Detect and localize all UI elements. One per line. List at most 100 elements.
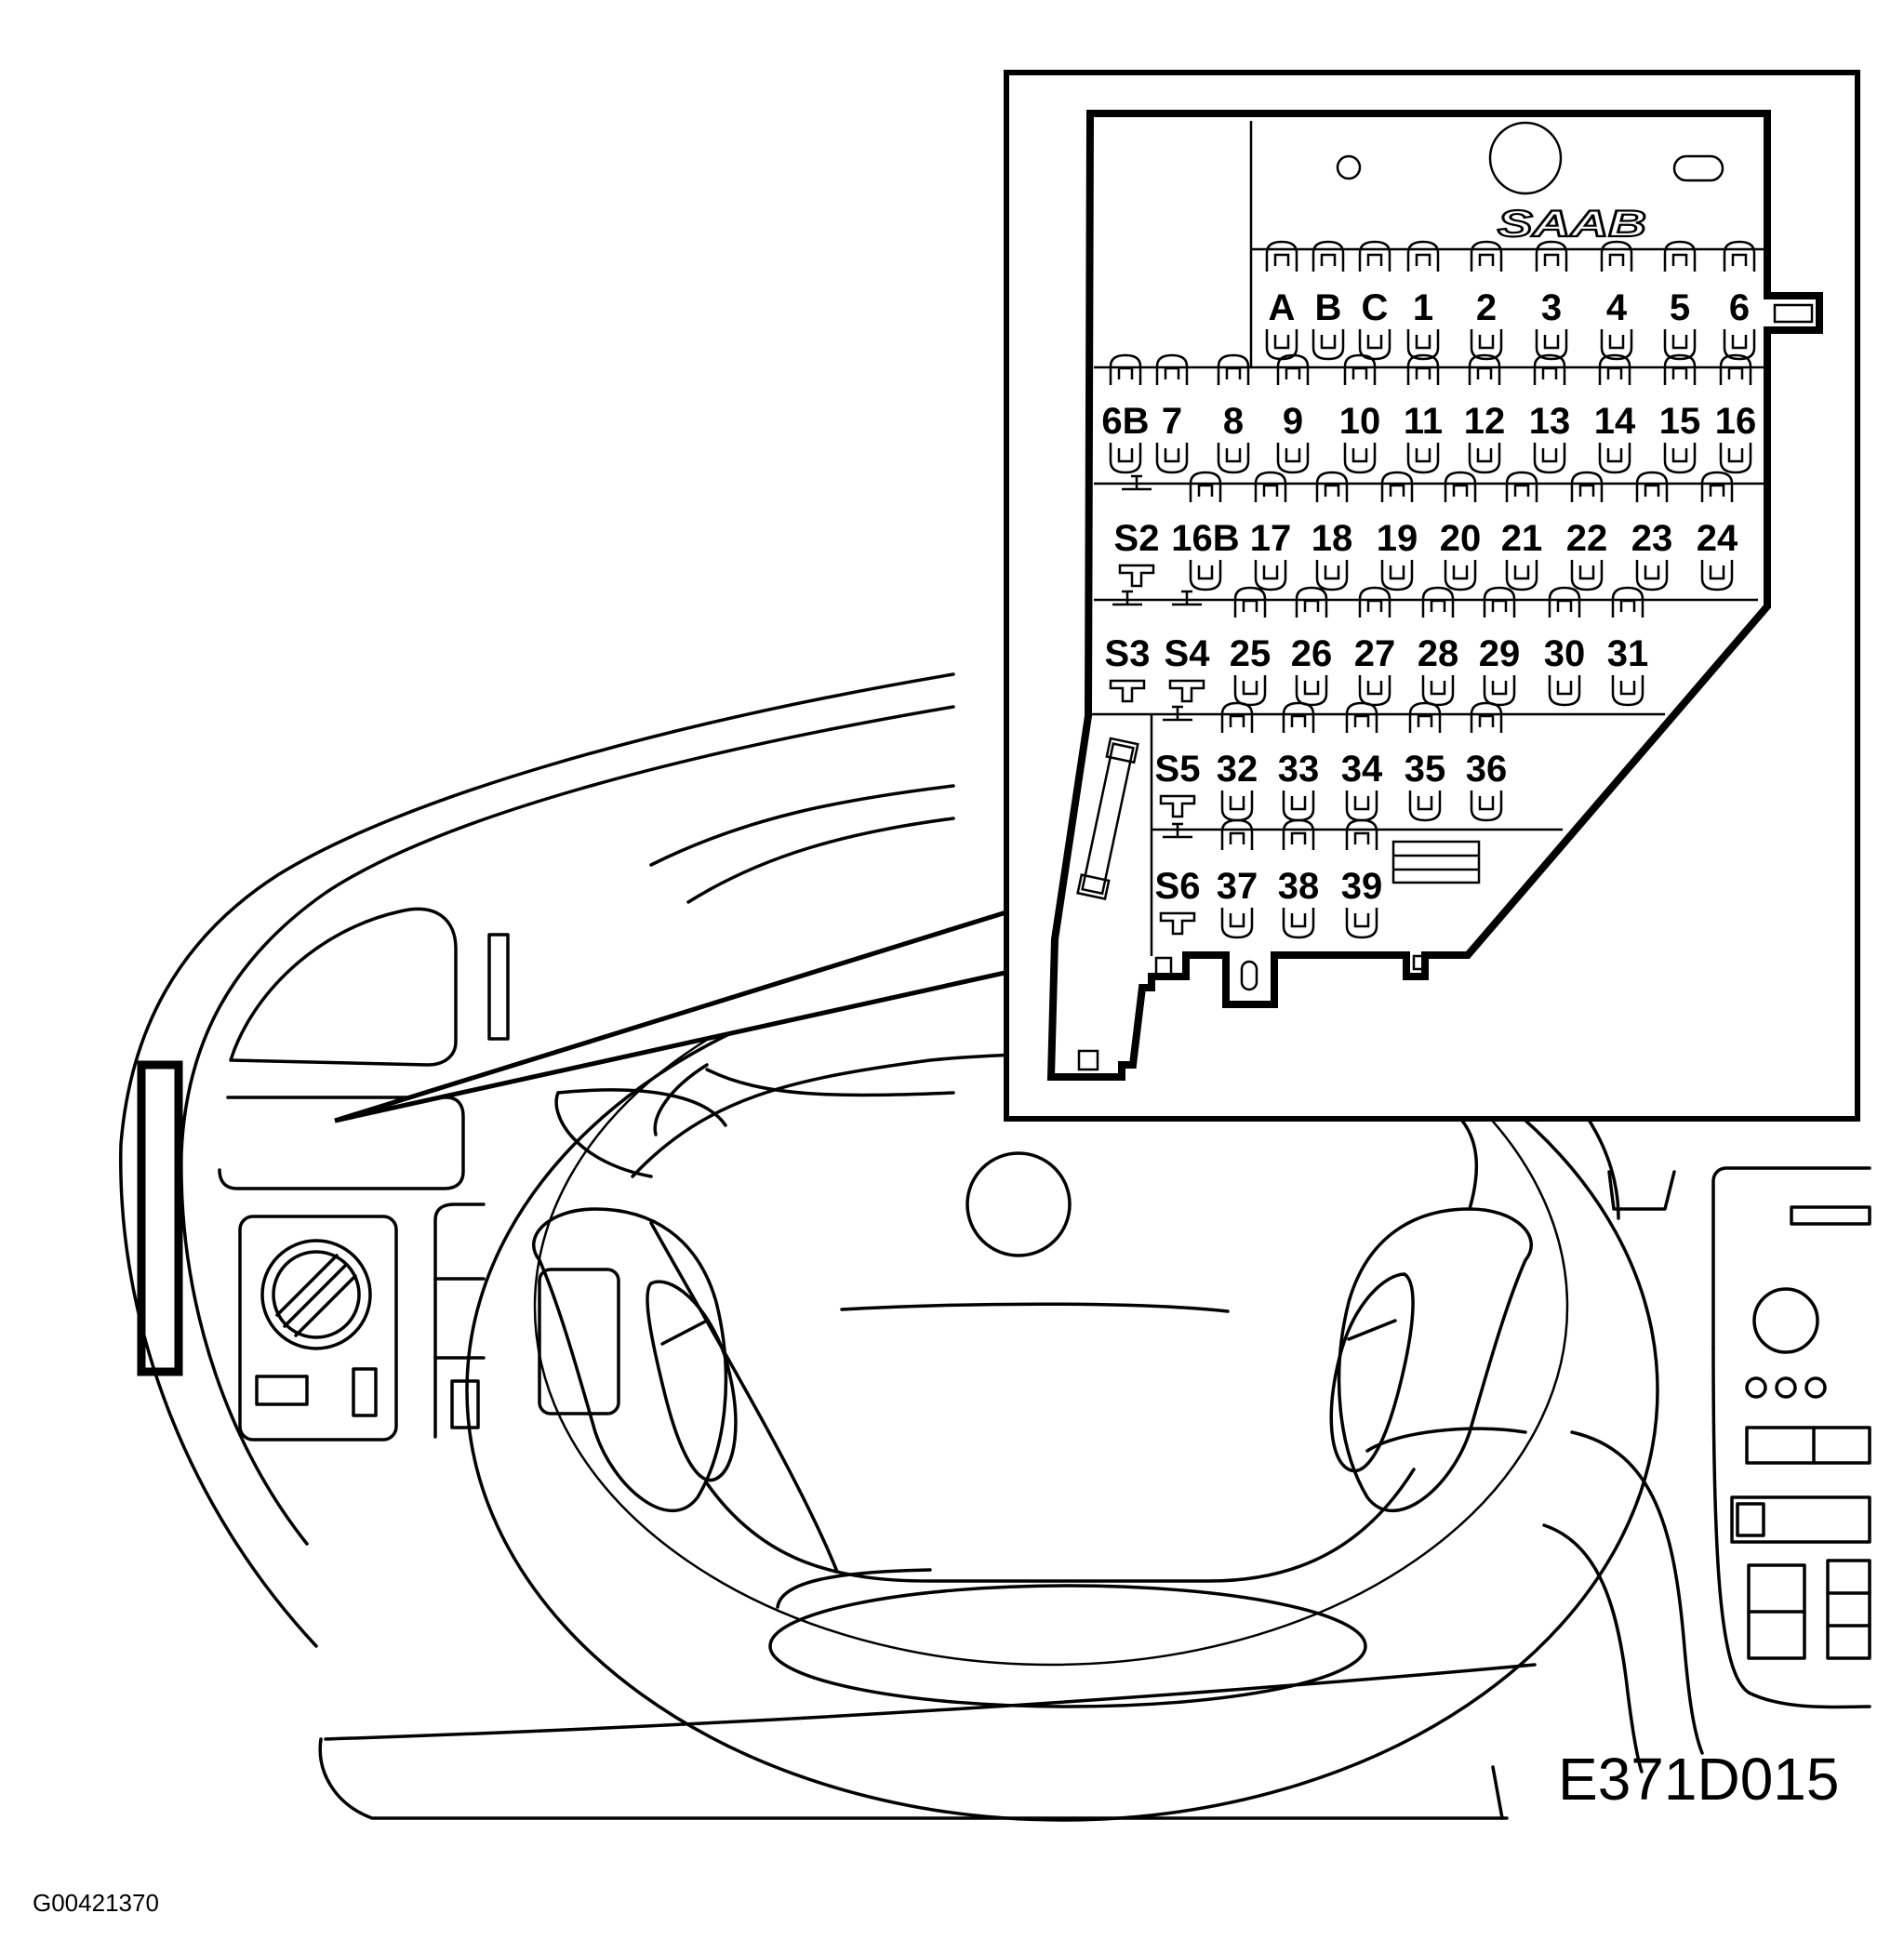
fuse-slot-39: 39 bbox=[1341, 818, 1383, 939]
fuse-clip-bottom-icon bbox=[1600, 329, 1633, 361]
switch-contact-bottom-icon bbox=[1159, 911, 1196, 936]
fuse-slot-34: 34 bbox=[1341, 701, 1383, 822]
fuse-label: 12 bbox=[1464, 401, 1506, 442]
fuse-slot-10: 10 bbox=[1339, 353, 1381, 474]
fuse-slot-38: 38 bbox=[1278, 818, 1319, 939]
fuse-clip-top-icon bbox=[1265, 240, 1298, 272]
fuse-slot-35: 35 bbox=[1405, 701, 1446, 822]
fuse-clip-bottom-icon bbox=[1505, 560, 1538, 591]
fuse-clip-bottom-icon bbox=[1406, 443, 1440, 474]
fuse-clip-top-icon bbox=[1600, 240, 1633, 272]
fuse-slot-s4: S4 bbox=[1165, 590, 1210, 703]
fuse-clip-bottom-icon bbox=[1315, 560, 1349, 591]
fuse-clip-bottom-icon bbox=[1109, 443, 1142, 474]
fuse-slot-8: 8 bbox=[1217, 353, 1250, 474]
fuse-slot-b: B bbox=[1311, 240, 1345, 361]
fuse-clip-top-icon bbox=[1217, 353, 1250, 385]
fuse-slot-18: 18 bbox=[1311, 471, 1353, 591]
fuse-label: 26 bbox=[1291, 633, 1333, 674]
fuse-clip-top-icon bbox=[1311, 240, 1345, 272]
fuse-clip-bottom-icon bbox=[1254, 560, 1287, 591]
fuse-clip-top-icon bbox=[1276, 353, 1310, 385]
fuse-clip-top-icon bbox=[1155, 353, 1189, 385]
fuse-label: 35 bbox=[1405, 749, 1446, 790]
fuse-slot-11: 11 bbox=[1404, 353, 1443, 474]
fuse-label: 34 bbox=[1341, 749, 1383, 790]
fuse-label: 22 bbox=[1566, 518, 1608, 559]
fuse-slot-c: C bbox=[1358, 240, 1391, 361]
fuse-clip-top-icon bbox=[1380, 471, 1414, 502]
fuse-clip-bottom-icon bbox=[1468, 443, 1501, 474]
fuse-clip-bottom-icon bbox=[1345, 908, 1378, 939]
fuse-clip-bottom-icon bbox=[1406, 329, 1440, 361]
fuse-label: 36 bbox=[1466, 749, 1508, 790]
fuse-clip-top-icon bbox=[1483, 586, 1516, 618]
fuse-slot-s6: S6 bbox=[1155, 822, 1201, 936]
fuse-clip-bottom-icon bbox=[1220, 908, 1254, 939]
fuse-clip-top-icon bbox=[1109, 353, 1142, 385]
fuse-clip-bottom-icon bbox=[1311, 329, 1345, 361]
fuse-label: 18 bbox=[1311, 518, 1353, 559]
fuse-label: 2 bbox=[1476, 287, 1497, 328]
fuse-clip-top-icon bbox=[1663, 353, 1697, 385]
fuse-clip-top-icon bbox=[1663, 240, 1697, 272]
fuse-slot-30: 30 bbox=[1544, 586, 1586, 707]
fuse-clip-bottom-icon bbox=[1444, 560, 1477, 591]
fuse-slot-6b: 6B bbox=[1101, 353, 1150, 474]
fuse-slot-s2: S2 bbox=[1114, 474, 1159, 588]
fuse-clip-bottom-icon bbox=[1217, 443, 1250, 474]
switch-contact-top-icon bbox=[1163, 822, 1192, 839]
fuse-clip-bottom-icon bbox=[1380, 560, 1414, 591]
fuse-clip-bottom-icon bbox=[1598, 443, 1631, 474]
fuse-clip-top-icon bbox=[1719, 353, 1752, 385]
fuse-slot-4: 4 bbox=[1600, 240, 1633, 361]
fuse-clip-top-icon bbox=[1315, 471, 1349, 502]
fuse-clip-top-icon bbox=[1358, 240, 1391, 272]
fuse-slot-17: 17 bbox=[1250, 471, 1291, 591]
fuse-clip-bottom-icon bbox=[1548, 675, 1581, 707]
fuse-clip-bottom-icon bbox=[1700, 560, 1734, 591]
fuse-label: 28 bbox=[1418, 633, 1459, 674]
fuse-clip-top-icon bbox=[1444, 471, 1477, 502]
fuse-clip-bottom-icon bbox=[1533, 443, 1566, 474]
fuse-clip-bottom-icon bbox=[1408, 791, 1442, 822]
fuse-label: S6 bbox=[1155, 866, 1201, 907]
fuse-label: 25 bbox=[1230, 633, 1272, 674]
fuse-label: 30 bbox=[1544, 633, 1586, 674]
fuse-clip-bottom-icon bbox=[1663, 443, 1697, 474]
fuse-label: 13 bbox=[1529, 401, 1571, 442]
fuse-slot-2: 2 bbox=[1470, 240, 1503, 361]
fuse-slot-15: 15 bbox=[1659, 353, 1700, 474]
fuse-label: B bbox=[1315, 287, 1342, 328]
fuse-clip-top-icon bbox=[1570, 471, 1604, 502]
image-id: G00421370 bbox=[33, 1889, 159, 1917]
fuse-clip-top-icon bbox=[1189, 471, 1222, 502]
fuse-clip-top-icon bbox=[1343, 353, 1377, 385]
switch-contact-bottom-icon bbox=[1159, 794, 1196, 818]
fuse-label: 24 bbox=[1697, 518, 1738, 559]
fuse-clip-top-icon bbox=[1468, 353, 1501, 385]
fuse-label: 5 bbox=[1670, 287, 1690, 328]
fuse-clip-top-icon bbox=[1220, 701, 1254, 733]
fuse-slot-20: 20 bbox=[1440, 471, 1482, 591]
fuse-label: 27 bbox=[1354, 633, 1396, 674]
fuse-clip-top-icon bbox=[1635, 471, 1669, 502]
fuse-label: 20 bbox=[1440, 518, 1482, 559]
fuse-slot-26: 26 bbox=[1291, 586, 1333, 707]
fuse-label: S5 bbox=[1155, 749, 1201, 790]
fuse-clip-bottom-icon bbox=[1295, 675, 1328, 707]
fuse-label: 39 bbox=[1341, 866, 1383, 907]
fuse-label: 6 bbox=[1729, 287, 1750, 328]
callout-pointer bbox=[334, 908, 1012, 1123]
fuse-clip-bottom-icon bbox=[1421, 675, 1455, 707]
fuse-slot-s3: S3 bbox=[1105, 590, 1150, 703]
fuse-clip-bottom-icon bbox=[1635, 560, 1669, 591]
fuse-label: 10 bbox=[1339, 401, 1381, 442]
fuse-label: 21 bbox=[1501, 518, 1543, 559]
fuse-clip-bottom-icon bbox=[1189, 560, 1222, 591]
fuse-slot-29: 29 bbox=[1479, 586, 1520, 707]
fuse-slot-13: 13 bbox=[1529, 353, 1571, 474]
fuse-clip-bottom-icon bbox=[1470, 791, 1503, 822]
fuse-slot-3: 3 bbox=[1535, 240, 1568, 361]
fuse-slot-33: 33 bbox=[1278, 701, 1319, 822]
